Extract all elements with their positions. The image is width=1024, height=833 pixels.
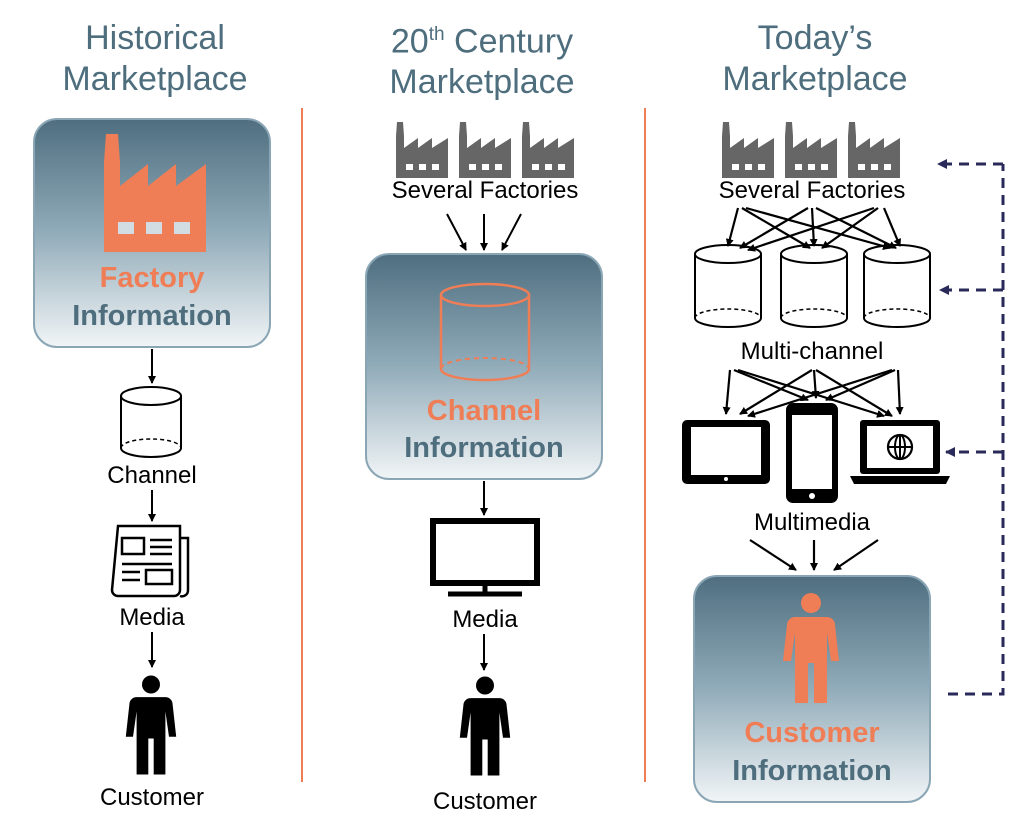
historical-title-line1: Historical (85, 19, 225, 57)
cylinder-icon (439, 282, 531, 382)
arrow (739, 369, 813, 415)
factory-information-box: Factory Information (33, 118, 271, 348)
twentieth-title-line2: Marketplace (389, 63, 575, 102)
customer-label: Customer (744, 717, 880, 749)
factory-icon (459, 122, 511, 178)
factory-icon (848, 122, 900, 178)
multimedia-caption: Multimedia (753, 509, 871, 536)
smartphone-icon (786, 403, 838, 503)
arrow (815, 207, 897, 249)
title-century: Century (454, 22, 574, 61)
multichannel-caption: Multi-channel (740, 338, 884, 365)
customer-caption: Customer (99, 784, 205, 811)
arrow (833, 539, 879, 571)
twentieth-title: 20th Century Marketplace (362, 14, 602, 103)
information-label: Information (72, 300, 232, 332)
factories-caption: Several Factories (391, 177, 579, 204)
arrow (882, 207, 902, 247)
arrow (733, 368, 809, 402)
title-ordinal: 20 (390, 22, 429, 61)
arrow (747, 368, 893, 418)
channel-information-box: Channel Information (365, 253, 603, 480)
title-ordinal-suffix: th (428, 24, 445, 45)
arrow (446, 213, 467, 251)
today-title: Today’s Marketplace (700, 18, 930, 100)
historical-title-line2: Marketplace (62, 60, 248, 98)
column-divider-left (301, 108, 303, 782)
channel-caption: Channel (107, 462, 197, 489)
cylinder-icon (863, 244, 931, 328)
arrow (815, 369, 893, 417)
arrow (821, 207, 879, 249)
arrow (749, 539, 797, 571)
historical-title: Historical Marketplace (40, 18, 270, 100)
today-title-line2: Marketplace (722, 60, 908, 98)
twentieth-title-line1: 20th Century (362, 14, 602, 62)
customer-caption: Customer (432, 788, 538, 815)
monitor-icon (430, 518, 540, 597)
information-label: Information (732, 755, 892, 787)
arrow (739, 207, 809, 249)
factory-icon (396, 122, 448, 178)
factory-icon (522, 122, 574, 178)
arrow (745, 206, 891, 250)
arrow (895, 369, 904, 415)
cylinder-icon (120, 386, 182, 458)
factories-caption: Several Factories (718, 177, 906, 204)
person-icon (125, 675, 177, 775)
arrow (737, 368, 885, 418)
person-icon (783, 593, 839, 703)
media-caption: Media (452, 606, 518, 633)
arrow (747, 206, 875, 252)
factory-icon (785, 122, 837, 178)
column-divider-right (644, 108, 646, 782)
arrow (809, 207, 818, 247)
information-label: Information (404, 432, 564, 464)
feedback-loop-line (948, 164, 1005, 696)
arrow (725, 207, 740, 247)
person-icon (459, 676, 511, 776)
media-caption: Media (119, 604, 185, 631)
customer-information-box: Customer Information (693, 575, 931, 803)
arrow (825, 368, 896, 402)
laptop-globe-icon (850, 420, 950, 484)
newspaper-icon (110, 524, 190, 598)
channel-label: Channel (426, 395, 542, 427)
tablet-icon (682, 420, 770, 484)
factory-icon (104, 134, 206, 252)
arrow (722, 369, 732, 415)
today-title-line1: Today’s (757, 19, 873, 57)
factory-label: Factory (99, 262, 205, 294)
factory-icon (722, 122, 774, 178)
arrow (501, 213, 522, 251)
